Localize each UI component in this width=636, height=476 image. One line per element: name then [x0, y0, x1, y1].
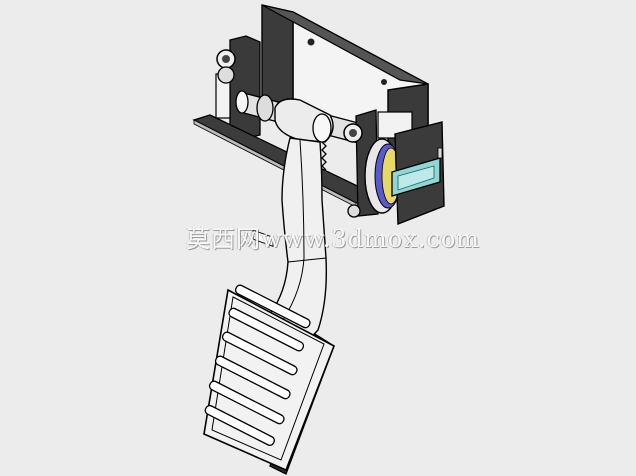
lower-bolt [347, 204, 361, 218]
pedal-arm-crease [282, 139, 305, 321]
return-spring [321, 141, 327, 171]
shaft-collar [256, 94, 274, 122]
shaft-end-left [235, 90, 249, 114]
left-bracket [229, 35, 261, 139]
sensor-connector-inner [397, 165, 435, 191]
mount-hole [381, 79, 387, 85]
left-bolt-2 [217, 66, 235, 84]
pedal-ribs [204, 284, 311, 446]
hub-face [312, 113, 332, 143]
pedal-arm-crease-2 [287, 257, 327, 263]
left-bolt-core [222, 55, 230, 63]
watermark-text: 莫西网www.3dmox.com [186, 225, 481, 253]
right-bolt-core [349, 129, 357, 137]
sensor-pin [437, 147, 443, 159]
mount-hole [307, 38, 315, 46]
base-plate-slot [252, 229, 274, 248]
housing-left-side [261, 4, 294, 111]
